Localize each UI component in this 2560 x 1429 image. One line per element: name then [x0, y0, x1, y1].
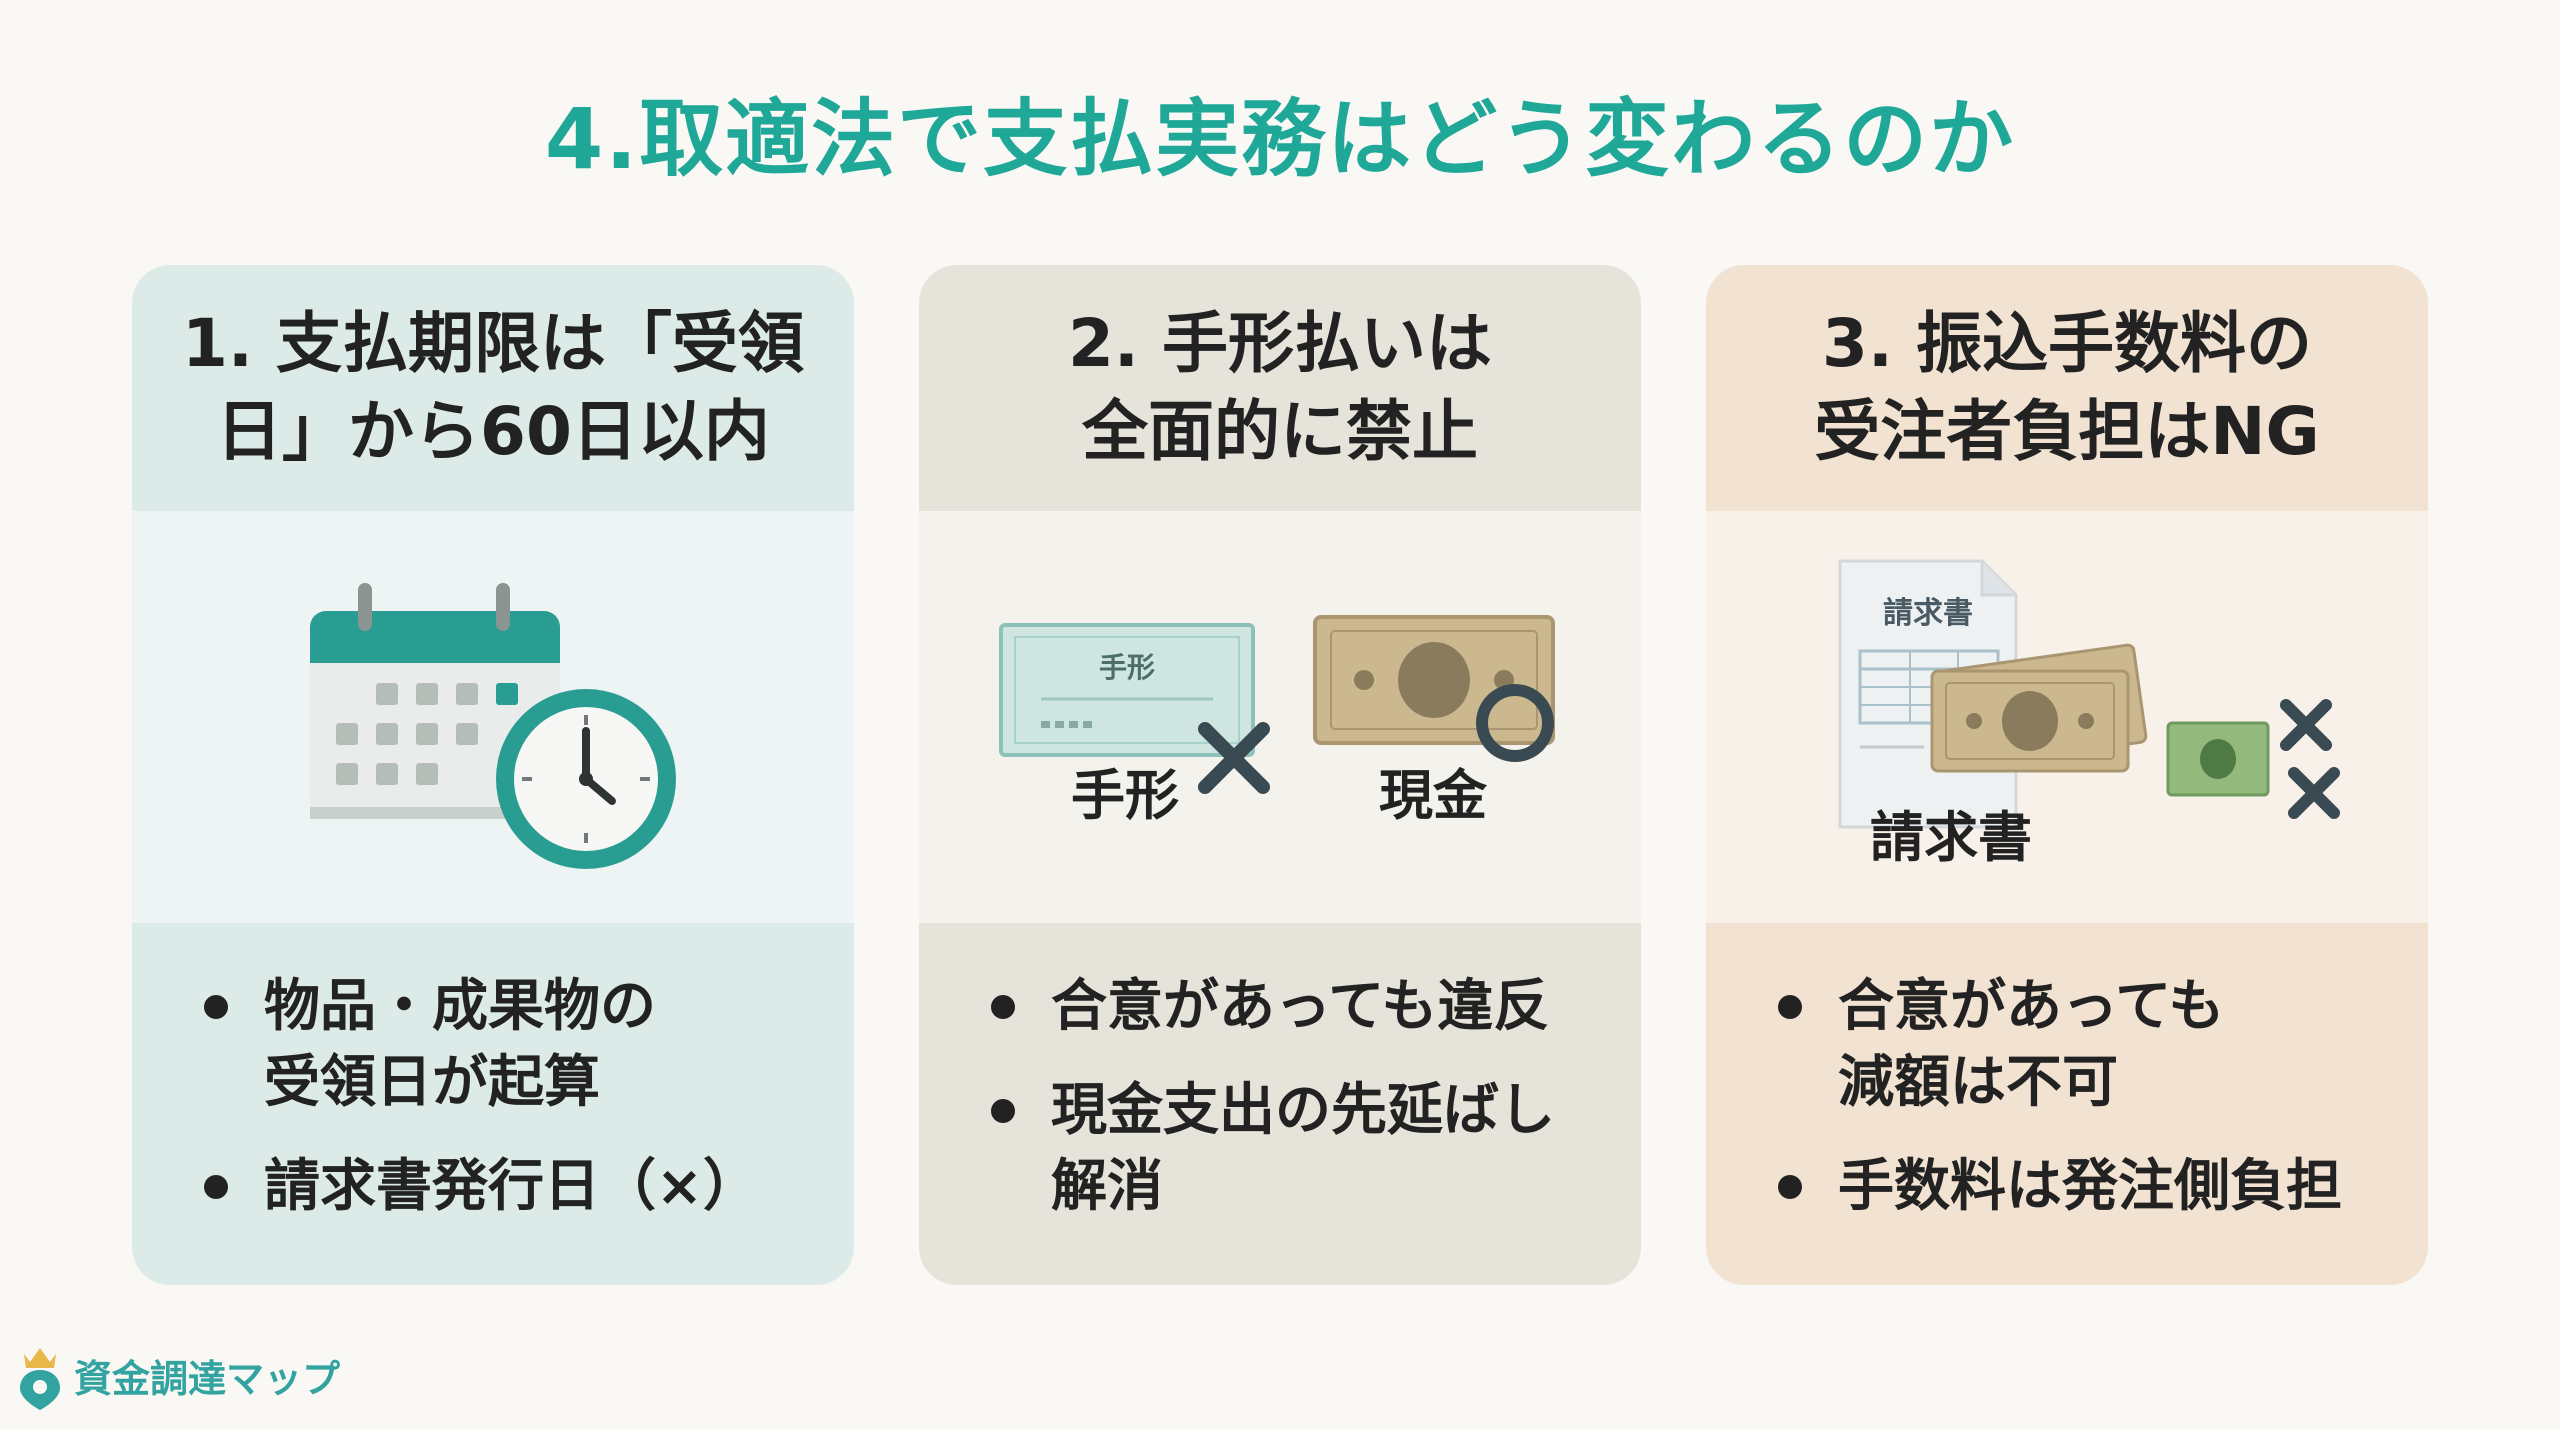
pin-crown-icon	[20, 1348, 60, 1410]
card-heading: 2. 手形払いは 全面的に禁止	[919, 265, 1641, 511]
card-points: 合意があっても違反 現金支出の先延ばし 解消	[919, 923, 1641, 1285]
bullet-dot	[204, 995, 228, 1019]
calendar-icon	[310, 583, 560, 819]
cross-icon	[2280, 699, 2332, 751]
card-promissory-note-ban: 2. 手形払いは 全面的に禁止 手形	[919, 265, 1641, 1285]
bullet-text: 手数料は発注側負担	[1838, 1154, 2342, 1219]
page-title: 4.取適法で支払実務はどう変わるのか	[544, 90, 2016, 188]
card-transfer-fee: 3. 振込手数料の 受注者負担はNG 請求書	[1706, 265, 2428, 1285]
card-heading-line-1: 1. 支払期限は「受領	[182, 305, 804, 382]
bullet-list: 合意があっても 減額は不可 手数料は発注側負担	[1778, 969, 2342, 1253]
clock-icon	[496, 689, 676, 869]
promissory-note-icon: 手形	[999, 623, 1255, 757]
bullet-text: 物品・成果物の 受領日が起算	[264, 974, 656, 1115]
card-heading-line-1: 3. 振込手数料の	[1822, 305, 2312, 382]
bullet-text: 現金支出の先延ばし 解消	[1051, 1078, 1555, 1219]
card-points: 合意があっても 減額は不可 手数料は発注側負担	[1706, 923, 2428, 1285]
card-heading: 3. 振込手数料の 受注者負担はNG	[1706, 265, 2428, 511]
note-text: 手形	[1099, 651, 1155, 684]
bullet-dot	[991, 995, 1015, 1019]
banknote-icon	[1930, 643, 2148, 773]
card-heading-line-2: 受注者負担はNG	[1814, 393, 2320, 470]
card-illustration: 請求書	[1706, 511, 2428, 923]
cash-label: 現金	[1379, 764, 1487, 827]
bullet-item: 手数料は発注側負担	[1778, 1149, 2342, 1225]
bullet-text: 請求書発行日（×）	[264, 1154, 759, 1219]
bullet-item: 現金支出の先延ばし 解消	[991, 1073, 1555, 1225]
invoice-label: 請求書	[1870, 806, 2032, 869]
card-points: 物品・成果物の 受領日が起算 請求書発行日（×）	[132, 923, 854, 1285]
bullet-dot	[204, 1175, 228, 1199]
bullet-item: 合意があっても違反	[991, 969, 1555, 1045]
bullet-item: 合意があっても 減額は不可	[1778, 969, 2342, 1121]
bullet-item: 物品・成果物の 受領日が起算	[204, 969, 759, 1121]
bullet-text: 合意があっても 減額は不可	[1838, 974, 2225, 1115]
bullet-item: 請求書発行日（×）	[204, 1149, 759, 1225]
bullet-dot	[991, 1099, 1015, 1123]
banknote-icon	[2166, 721, 2270, 797]
bullet-dot	[1778, 1175, 1802, 1199]
banknote-icon	[1313, 615, 1555, 745]
card-heading-line-2: 日」から60日以内	[216, 393, 770, 470]
card-heading-line-2: 全面的に禁止	[1082, 393, 1478, 470]
brand-logo[interactable]: 資金調達マップ	[14, 1340, 340, 1410]
cross-icon	[1198, 722, 1270, 794]
bullet-list: 物品・成果物の 受領日が起算 請求書発行日（×）	[204, 969, 759, 1253]
circle-ok-icon	[1476, 684, 1554, 762]
bullet-list: 合意があっても違反 現金支出の先延ばし 解消	[991, 969, 1555, 1253]
bullet-dot	[1778, 995, 1802, 1019]
card-illustration: 手形 手形 現金	[919, 511, 1641, 923]
card-illustration	[132, 511, 854, 923]
note-label: 手形	[1071, 764, 1179, 827]
logo-text: 資金調達マップ	[74, 1356, 341, 1401]
card-heading: 1. 支払期限は「受領 日」から60日以内	[132, 265, 854, 511]
card-heading-line-1: 2. 手形払いは	[1068, 305, 1492, 382]
invoice-text: 請求書	[1883, 596, 1973, 631]
bullet-text: 合意があっても違反	[1051, 974, 1550, 1039]
card-payment-deadline: 1. 支払期限は「受領 日」から60日以内	[132, 265, 854, 1285]
cross-icon	[2288, 767, 2340, 819]
